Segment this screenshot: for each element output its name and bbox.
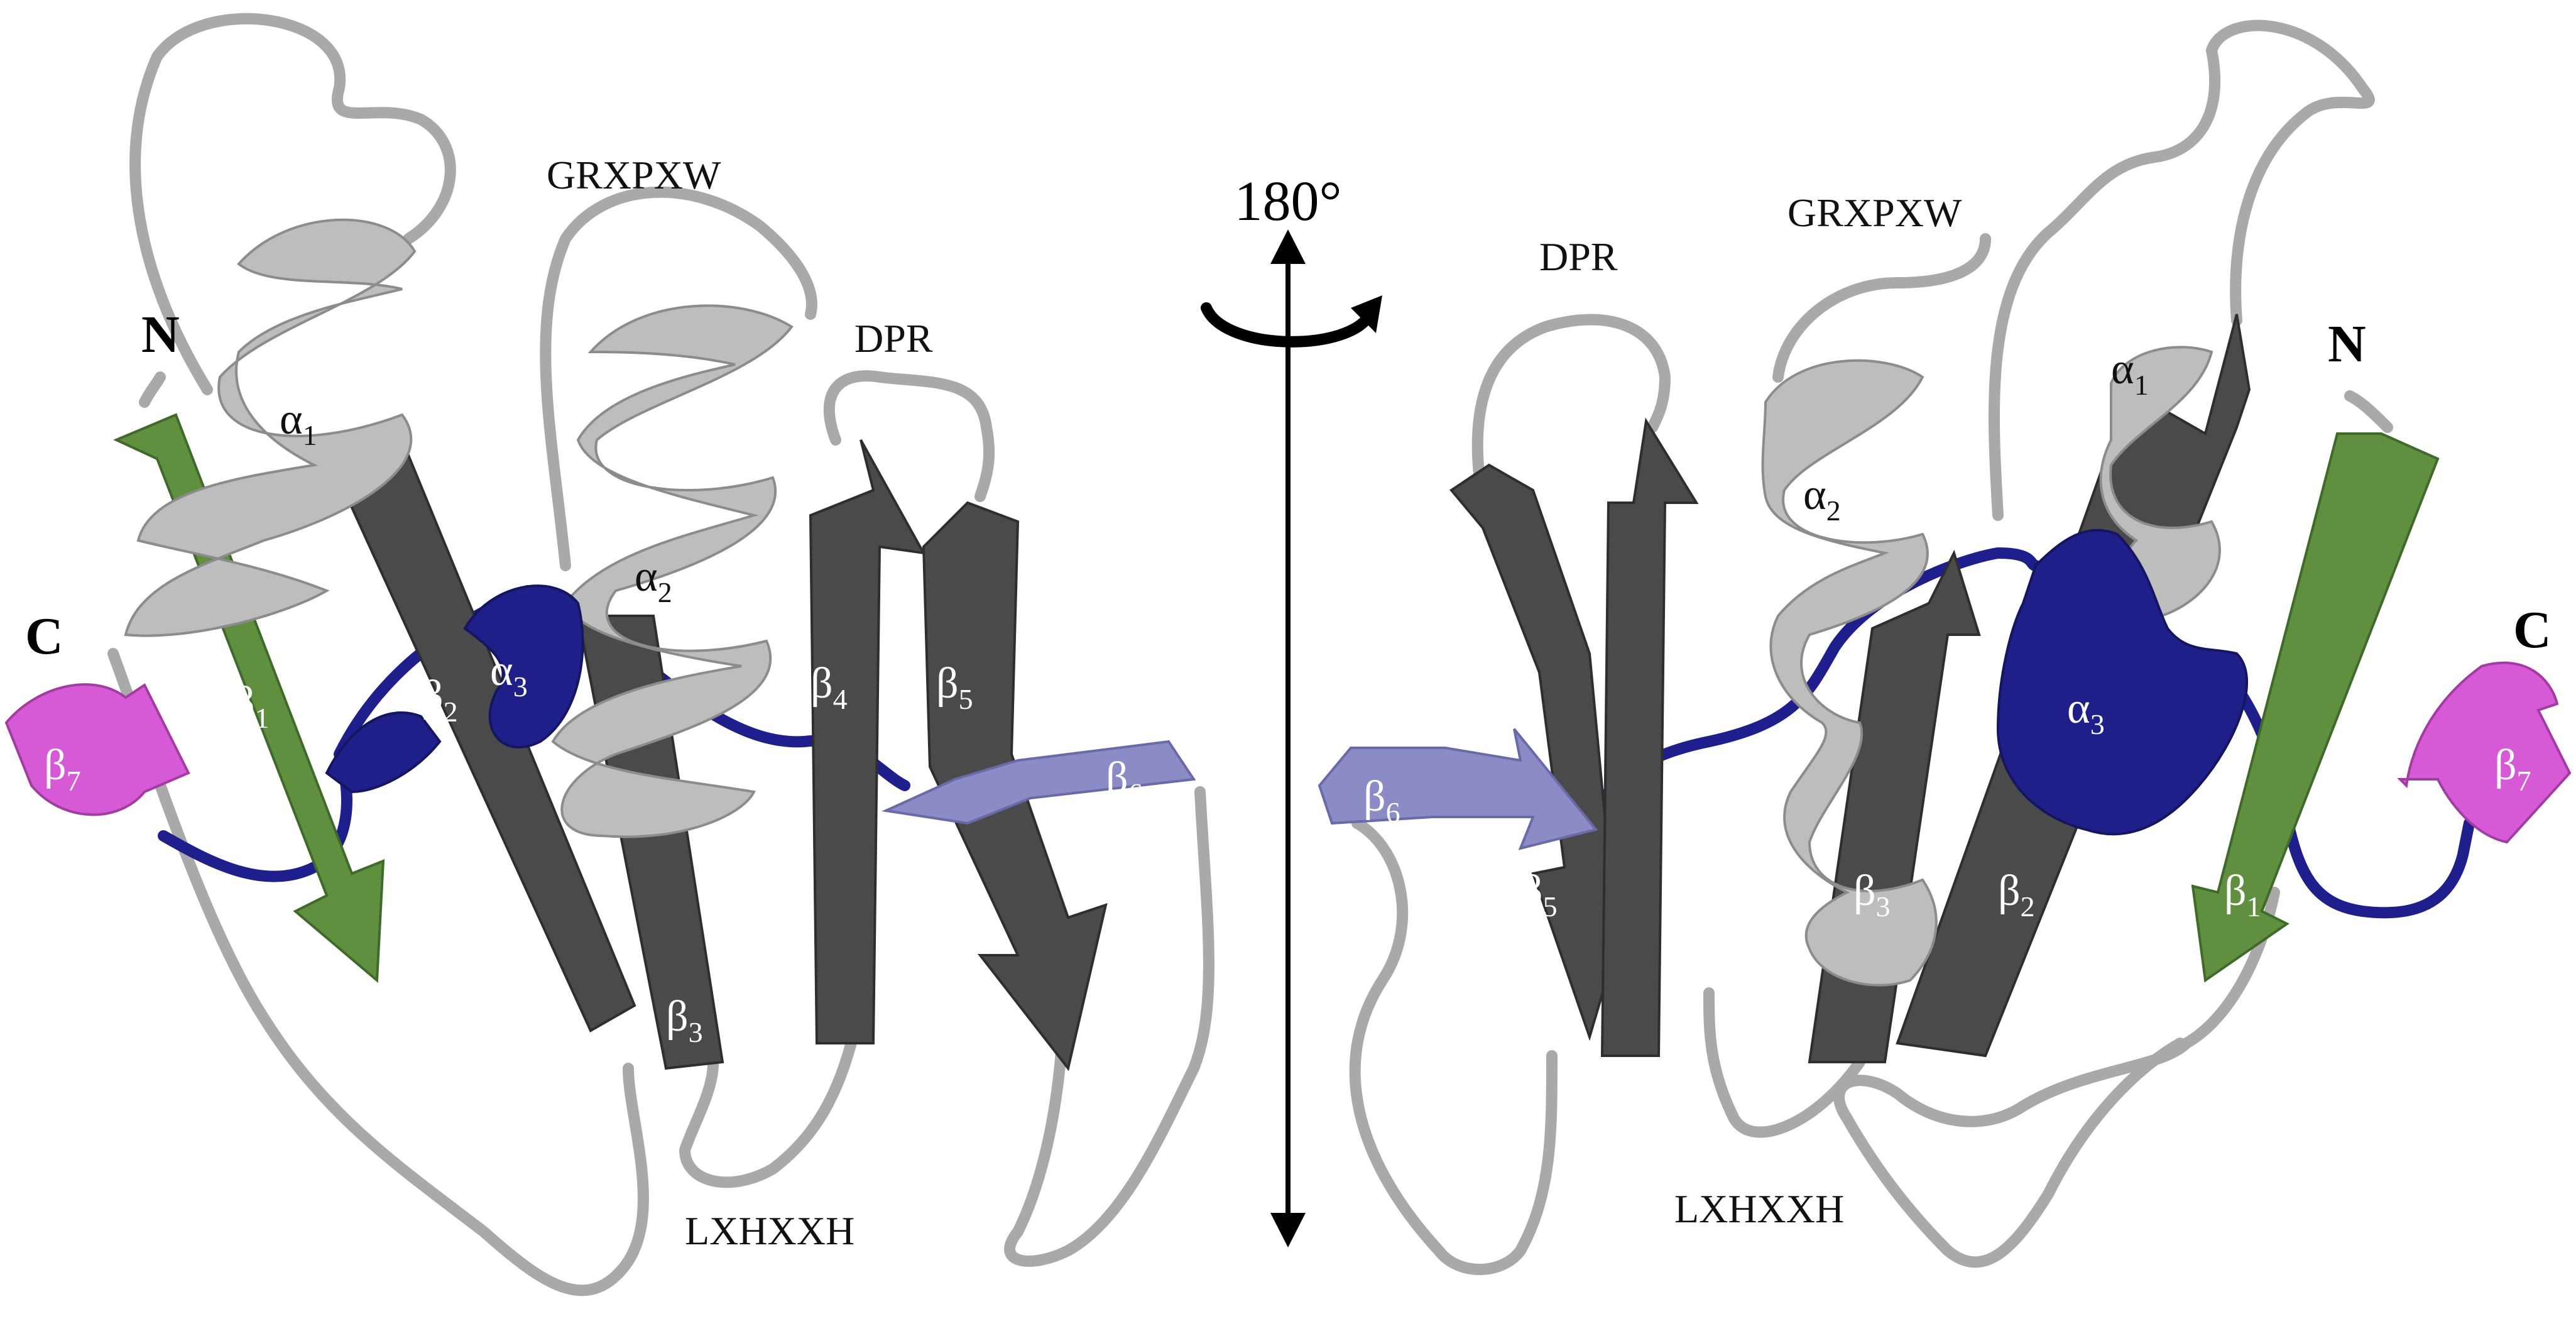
rotation-label: 180°: [1235, 170, 1342, 233]
left-view: α1 α2 α3 β1 β2 β3 β4 β5 β6 β7 GRXPXW DPR…: [4, 13, 1214, 1296]
left-alpha3-label: α3: [490, 647, 528, 703]
right-beta7-label: β7: [2494, 741, 2531, 797]
left-alpha2-label: α2: [635, 552, 672, 608]
right-motif-grxpxw: GRXPXW: [1787, 190, 1962, 235]
left-beta1-label: β1: [232, 678, 270, 734]
right-beta5-label: β5: [1520, 867, 1558, 923]
left-loop-c-term: [1004, 786, 1214, 1267]
right-motif-dpr: DPR: [1539, 234, 1618, 279]
rotation-axis: 180°: [1201, 170, 1382, 1247]
right-beta3-label: β3: [1853, 867, 1891, 923]
left-motif-grxpxw: GRXPXW: [547, 153, 721, 197]
right-beta2-label: β2: [1998, 867, 2035, 923]
left-alpha3-helix-tail: [325, 711, 442, 794]
rotation-curl-icon: [1201, 302, 1375, 348]
left-beta4-strand: [809, 439, 926, 1044]
left-beta5-label: β5: [936, 659, 973, 715]
left-loop-n-start: [139, 371, 166, 408]
left-terminus-n: N: [141, 305, 180, 364]
right-loop-grxpxw: [1772, 233, 1991, 383]
right-beta4-label: β4: [1681, 867, 1718, 923]
right-alpha3-label: α3: [2067, 684, 2105, 740]
left-beta6-label: β6: [1106, 753, 1143, 809]
left-beta6-strand: [881, 740, 1196, 825]
right-beta6-strand: [1318, 728, 1598, 850]
right-loop-dpr: [1471, 314, 1671, 508]
right-loop-bottom: [1349, 818, 1558, 1275]
left-loop-lxhxxh: [679, 1025, 860, 1188]
left-motif-dpr: DPR: [854, 316, 933, 361]
left-loop-grxpxw: [540, 186, 817, 571]
right-alpha2-helix: [1761, 359, 1938, 987]
left-alpha2-helix: [551, 304, 794, 838]
left-alpha1-helix: [124, 218, 417, 637]
right-beta1-label: β1: [2224, 867, 2261, 923]
right-motif-lxhxxh: LXHXXH: [1674, 1186, 1844, 1231]
left-motif-lxhxxh: LXHXXH: [685, 1208, 854, 1253]
axis-arrow-top: [1270, 229, 1306, 264]
left-alpha3-helix: [463, 584, 584, 748]
axis-arrow-bottom: [1270, 1213, 1306, 1247]
left-alpha1-label: α1: [280, 395, 317, 451]
left-beta2-label: β2: [421, 672, 458, 728]
right-loop-n-start: [2344, 390, 2393, 433]
right-beta4-strand: [1600, 417, 1699, 1057]
right-terminus-n: N: [2328, 315, 2366, 373]
right-beta6-label: β6: [1363, 772, 1400, 828]
left-beta7-label: β7: [44, 741, 81, 797]
right-alpha2-label: α2: [1803, 471, 1841, 527]
left-loop-dpr: [823, 370, 995, 502]
right-view: α1 α2 α3 β1 β2 β3 β4 β5 β6 β7 GRXPXW DPR…: [1318, 19, 2572, 1275]
left-loop-bottom: [107, 648, 649, 1296]
left-terminus-c: C: [25, 607, 63, 666]
right-loop-lower-right: [1833, 887, 2280, 1268]
rotation-curl-arrowhead-icon: [1351, 295, 1382, 333]
right-loop-top: [1988, 19, 2375, 521]
left-beta3-label: β3: [666, 992, 703, 1048]
right-terminus-c: C: [2513, 601, 2551, 659]
left-loop-top: [129, 13, 456, 395]
right-beta1-strand: [2191, 432, 2440, 983]
right-alpha3-helix: [1996, 529, 2249, 836]
right-loop-lxhxxh: [1703, 987, 1865, 1138]
right-alpha1-label: α1: [2111, 345, 2149, 401]
right-beta7-strand: [2397, 661, 2572, 844]
left-beta4-label: β4: [810, 659, 848, 715]
left-beta7-strand: [4, 683, 190, 816]
